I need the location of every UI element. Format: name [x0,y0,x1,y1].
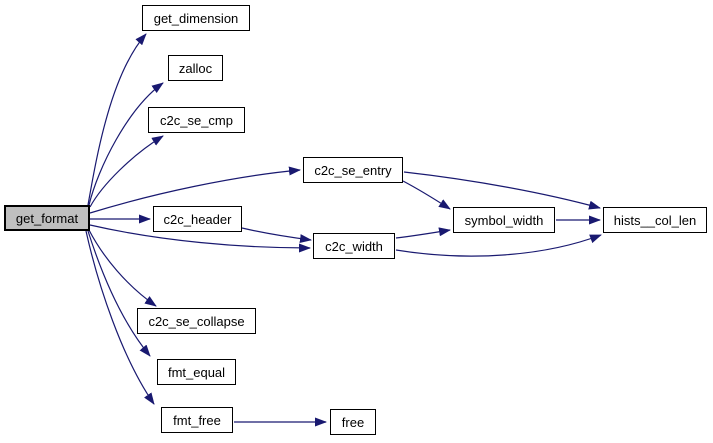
node-c2c_se_collapse[interactable]: c2c_se_collapse [137,308,256,334]
edge-c2c_width-to-hists__col_len [395,234,602,257]
edge-get_format-to-c2c_width [89,224,311,253]
node-fmt_free[interactable]: fmt_free [161,407,233,433]
node-hists__col_len[interactable]: hists__col_len [603,207,707,233]
edge-get_format-to-zalloc [88,82,164,206]
node-fmt_equal[interactable]: fmt_equal [157,359,236,385]
node-zalloc[interactable]: zalloc [168,55,223,81]
node-c2c_se_cmp[interactable]: c2c_se_cmp [148,107,245,133]
node-get_format: get_format [4,205,90,231]
edge-get_format-to-fmt_equal [87,230,151,357]
node-c2c_width[interactable]: c2c_width [313,233,395,259]
node-symbol_width[interactable]: symbol_width [453,207,555,233]
edge-get_format-to-c2c_se_cmp [89,135,164,208]
edge-c2c_se_entry-to-symbol_width [402,180,451,210]
edge-c2c_width-to-symbol_width [395,227,451,239]
edge-get_format-to-c2c_se_entry [89,166,301,214]
node-get_dimension[interactable]: get_dimension [142,5,250,31]
edge-get_format-to-c2c_se_collapse [88,229,157,307]
edge-get_format-to-get_dimension [87,33,147,206]
node-c2c_se_entry[interactable]: c2c_se_entry [303,157,403,183]
node-c2c_header[interactable]: c2c_header [153,206,242,232]
edge-get_format-to-fmt_free [85,230,155,405]
edge-c2c_header-to-c2c_width [241,227,312,244]
edge-c2c_se_entry-to-hists__col_len [403,171,601,210]
node-free[interactable]: free [330,409,376,435]
